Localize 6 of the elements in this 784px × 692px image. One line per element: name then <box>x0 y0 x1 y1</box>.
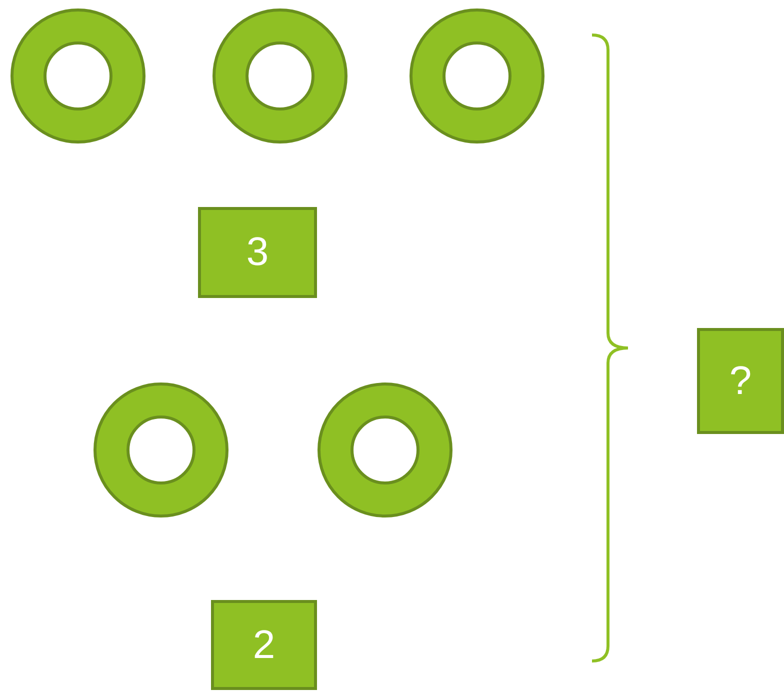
number-box <box>211 600 317 690</box>
number-box <box>198 207 317 298</box>
box-label: 2 <box>252 622 276 668</box>
number-box <box>697 328 784 434</box>
box-label: ? <box>729 358 752 404</box>
box-label: 3 <box>246 230 269 275</box>
